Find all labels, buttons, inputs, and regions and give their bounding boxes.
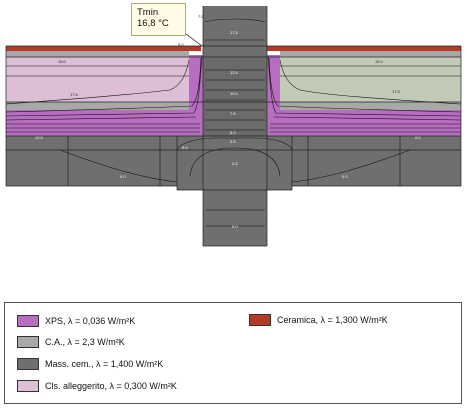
legend-item-lightweight-concrete: Cls. alleggerito, λ = 0,300 W/m²K bbox=[17, 380, 177, 392]
ceramic-tile-right bbox=[267, 46, 461, 51]
isotherm-label: 15.0 bbox=[58, 59, 67, 64]
materials-legend: XPS, λ = 0,036 W/m²K C.A., λ = 2,3 W/m²K… bbox=[4, 302, 462, 404]
legend-item-ceramic: Ceramica, λ = 1,300 W/m²K bbox=[249, 314, 388, 326]
tmin-value: 16,8 °C bbox=[137, 18, 169, 29]
isotherm-label: 2.5 bbox=[230, 139, 236, 144]
isotherm-label: 0.0 bbox=[232, 224, 238, 229]
isotherm-label: 0.0 bbox=[182, 145, 188, 150]
ceramic-swatch bbox=[249, 314, 271, 326]
isotherm-label: 12.5 bbox=[230, 70, 239, 75]
tmin-callout: Tmin 16,8 °C bbox=[131, 3, 186, 36]
legend-item-masonry: Mass. cem., λ = 1,400 W/m²K bbox=[17, 358, 163, 370]
isotherm-label: 5.0 bbox=[178, 42, 184, 47]
thermal-bridge-diagram: 15.0 17.5 15.0 17.5 17.5 12.5 10.0 7.5 5… bbox=[5, 6, 462, 247]
isotherm-label: 7.5 bbox=[198, 14, 204, 19]
legend-lambda: λ = 0,036 W/m²K bbox=[68, 316, 136, 326]
isotherm-label: 0.0 bbox=[120, 174, 126, 179]
isotherm-label: 10.0 bbox=[230, 91, 239, 96]
legend-name: Cls. alleggerito bbox=[45, 381, 105, 391]
slab-left-upper bbox=[6, 102, 189, 110]
screed-right bbox=[280, 51, 461, 57]
tmin-label: Tmin bbox=[137, 7, 159, 18]
isotherm-label: 15.0 bbox=[375, 59, 384, 64]
isotherm-label: 7.5 bbox=[230, 111, 236, 116]
xps-column-left bbox=[189, 55, 203, 136]
legend-lambda: λ = 0,300 W/m²K bbox=[109, 381, 177, 391]
isotherm-label: 17.5 bbox=[230, 30, 239, 35]
legend-name: Mass. cem. bbox=[45, 359, 92, 369]
legend-item-xps: XPS, λ = 0,036 W/m²K bbox=[17, 315, 135, 327]
lightweight-concrete-right bbox=[280, 57, 461, 102]
legend-name: C.A. bbox=[45, 337, 63, 347]
callout-leader bbox=[185, 33, 203, 47]
slab-right-upper bbox=[280, 102, 461, 110]
isotherm-label: 0.0 bbox=[415, 135, 421, 140]
legend-lambda: λ = 1,400 W/m²K bbox=[96, 359, 164, 369]
isotherm-label: 2.5 bbox=[232, 161, 238, 166]
legend-name: XPS bbox=[45, 316, 64, 326]
isotherm-label: 0.0 bbox=[342, 174, 348, 179]
masonry-swatch bbox=[17, 358, 39, 370]
isotherm-label: 17.5 bbox=[70, 92, 79, 97]
legend-lambda: λ = 1,300 W/m²K bbox=[320, 315, 388, 325]
lightweight-concrete-left bbox=[6, 57, 189, 102]
lightweight-concrete-swatch bbox=[17, 380, 39, 392]
ceramic-tile-left bbox=[6, 46, 201, 51]
isotherm-label: 5.0 bbox=[230, 130, 236, 135]
masonry-right bbox=[292, 136, 461, 186]
column-core bbox=[203, 58, 267, 136]
isotherm-label: 12.5 bbox=[35, 135, 44, 140]
legend-lambda: λ = 2,3 W/m²K bbox=[67, 337, 125, 347]
legend-name: Ceramica bbox=[277, 315, 316, 325]
legend-item-ca: C.A., λ = 2,3 W/m²K bbox=[17, 336, 125, 348]
isotherm-label: 17.5 bbox=[392, 89, 401, 94]
xps-swatch bbox=[17, 315, 39, 327]
screed-left bbox=[6, 51, 189, 57]
ca-swatch bbox=[17, 336, 39, 348]
